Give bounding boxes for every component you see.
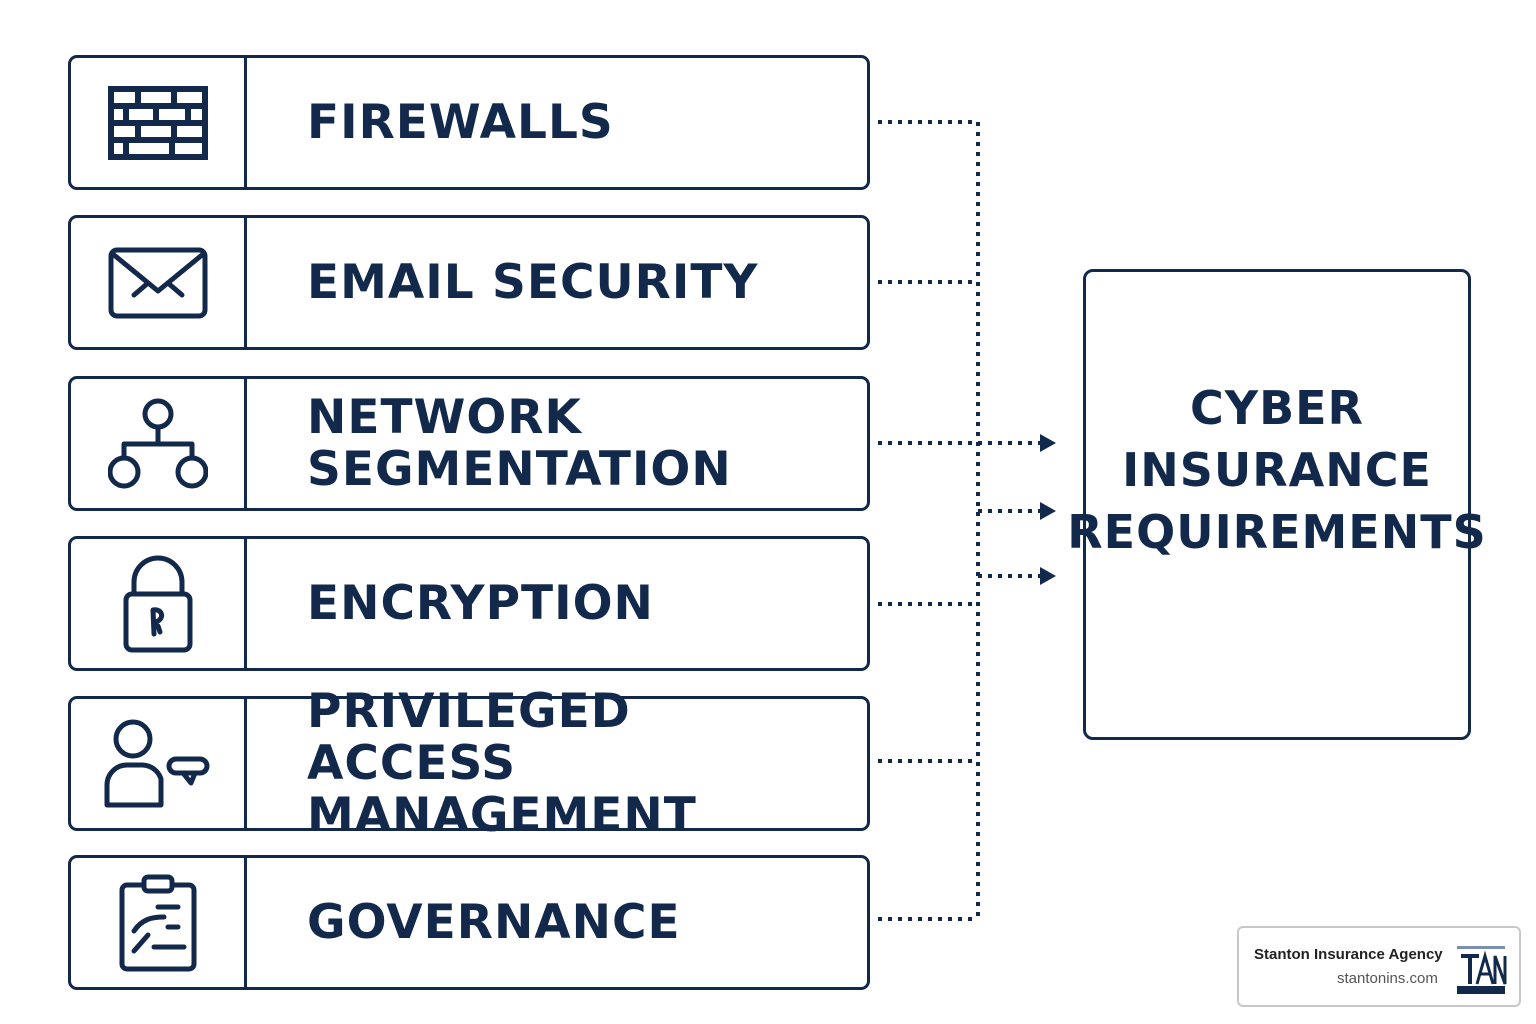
user-key-icon bbox=[104, 719, 209, 807]
target-label-line: REQUIREMENTS bbox=[1067, 504, 1487, 559]
item-governance: GOVERNANCE bbox=[68, 855, 870, 990]
network-nodes-icon bbox=[107, 398, 208, 488]
arrow-head bbox=[1040, 434, 1056, 452]
item-network-segmentation: NETWORK SEGMENTATION bbox=[68, 376, 870, 511]
item-label: EMAIL SECURITY bbox=[307, 254, 759, 310]
item-label: NETWORK SEGMENTATION bbox=[307, 389, 732, 497]
item-firewalls: FIREWALLS bbox=[68, 55, 870, 190]
target-label-line: INSURANCE bbox=[1122, 442, 1432, 497]
item-label: GOVERNANCE bbox=[307, 894, 681, 950]
clipboard-icon bbox=[119, 874, 196, 971]
item-encryption: ENCRYPTION bbox=[68, 536, 870, 671]
arrow-head bbox=[1040, 502, 1056, 520]
envelope-icon bbox=[108, 247, 207, 318]
arrow-head bbox=[1040, 567, 1056, 585]
item-privileged-access-management: PRIVILEGED ACCESS MANAGEMENT bbox=[68, 683, 870, 843]
item-email-security: EMAIL SECURITY bbox=[68, 215, 870, 350]
agency-badge[interactable]: Stanton Insurance Agency stantonins.com bbox=[1237, 926, 1521, 1007]
item-label: FIREWALLS bbox=[307, 94, 614, 150]
agency-name: Stanton Insurance Agency bbox=[1254, 946, 1443, 963]
stanton-logo-icon bbox=[1455, 942, 1507, 994]
item-label: ENCRYPTION bbox=[307, 575, 654, 631]
agency-url[interactable]: stantonins.com bbox=[1337, 970, 1438, 987]
brick-wall-icon bbox=[107, 85, 208, 160]
cyber-insurance-requirements-box: CYBER INSURANCE REQUIREMENTS bbox=[1067, 269, 1486, 740]
item-label: PRIVILEGED ACCESS MANAGEMENT bbox=[307, 683, 697, 843]
target-label-line: CYBER bbox=[1190, 380, 1364, 435]
padlock-icon bbox=[123, 555, 192, 652]
